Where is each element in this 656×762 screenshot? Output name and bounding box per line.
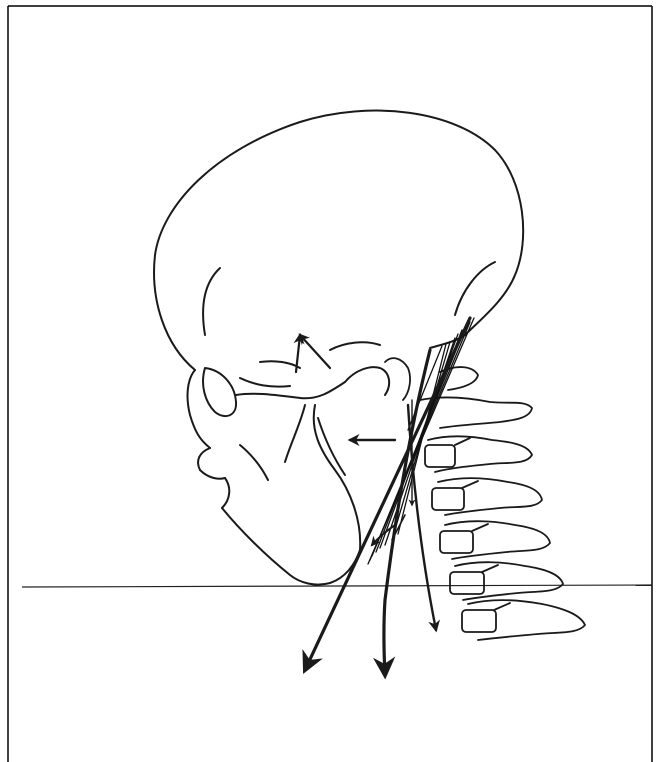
frame-border — [8, 6, 652, 762]
skull-drawing — [154, 111, 523, 585]
force-vector-arrow — [300, 335, 330, 368]
force-vector-arrow — [305, 318, 470, 670]
horizontal-reference-line — [22, 585, 652, 587]
force-vectors — [296, 318, 470, 675]
